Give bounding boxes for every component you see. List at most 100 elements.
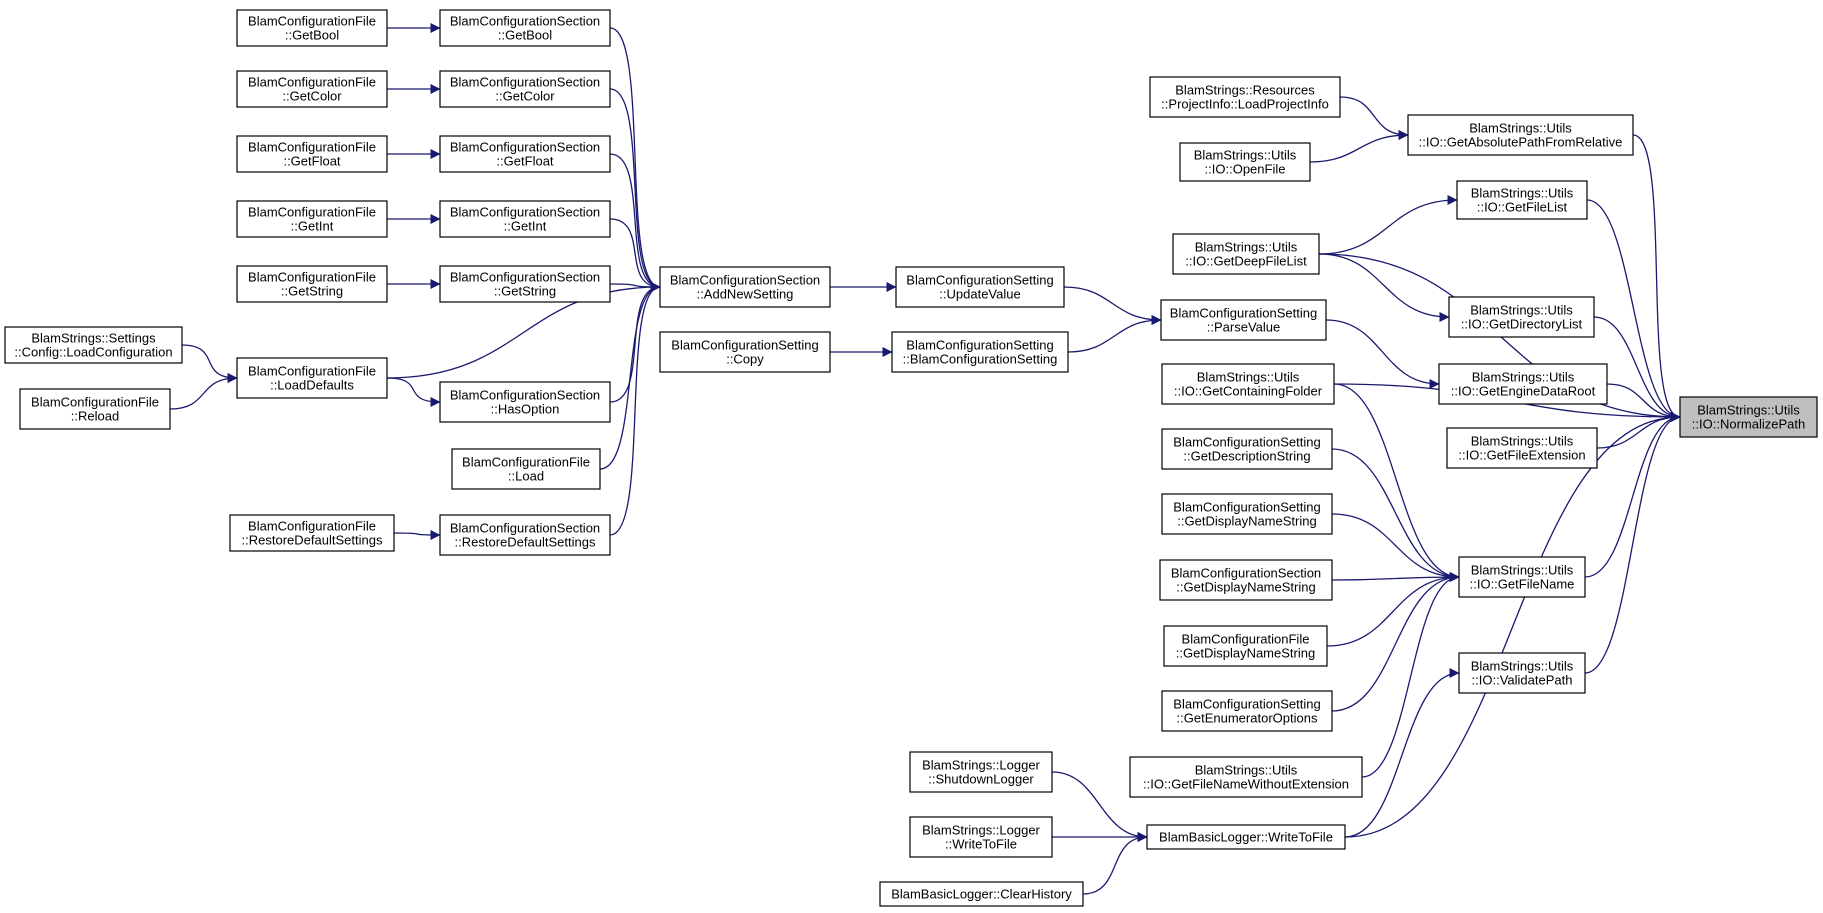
node-box — [439, 381, 611, 423]
graph-node-writetofile[interactable]: BlamStrings::Logger::WriteToFile — [909, 816, 1053, 858]
graph-node-cf-getcolor[interactable]: BlamConfigurationFile::GetColor — [236, 70, 388, 108]
graph-node-openfile[interactable]: BlamStrings::Utils::IO::OpenFile — [1179, 142, 1311, 182]
node-label-line: BlamStrings::Utils — [1697, 403, 1800, 418]
graph-node-cf-restoredefaults[interactable]: BlamConfigurationFile::RestoreDefaultSet… — [229, 514, 395, 552]
node-box — [879, 881, 1084, 907]
graph-node-cset-getdescription[interactable]: BlamConfigurationSetting::GetDescription… — [1161, 428, 1333, 470]
node-label-line: BlamStrings::Utils — [1470, 303, 1573, 318]
node-label-line: BlamStrings::Utils — [1195, 763, 1298, 778]
edge-cs-getdisplayname-to-getfilename — [1331, 572, 1460, 583]
graph-node-getenginedataroot[interactable]: BlamStrings::Utils::IO::GetEngineDataRoo… — [1438, 363, 1608, 405]
node-label-line: BlamConfigurationSection — [450, 270, 600, 285]
graph-node-cf-getdisplayname[interactable]: BlamConfigurationFile::GetDisplayNameStr… — [1163, 625, 1328, 667]
graph-edge — [609, 88, 661, 292]
graph-node-cf-getint[interactable]: BlamConfigurationFile::GetInt — [236, 200, 388, 238]
node-label-line: BlamConfigurationFile — [248, 270, 376, 285]
graph-node-basic-writetofile[interactable]: BlamBasicLogger::WriteToFile — [1146, 824, 1346, 850]
graph-node-cs-hasoption[interactable]: BlamConfigurationSection::HasOption — [439, 381, 611, 423]
node-box — [659, 266, 831, 308]
node-box — [909, 751, 1053, 793]
node-box — [1146, 824, 1346, 850]
graph-node-getabsolutepath[interactable]: BlamStrings::Utils::IO::GetAbsolutePathF… — [1407, 114, 1634, 156]
graph-node-cs-getcolor[interactable]: BlamConfigurationSection::GetColor — [439, 70, 611, 108]
graph-edge — [1331, 572, 1460, 712]
node-box — [236, 70, 388, 108]
graph-node-cset-getenumerator[interactable]: BlamConfigurationSetting::GetEnumeratorO… — [1161, 690, 1333, 732]
node-label-line: ::RestoreDefaultSettings — [242, 533, 383, 548]
graph-node-cset-getdisplayname[interactable]: BlamConfigurationSetting::GetDisplayName… — [1161, 493, 1333, 535]
graph-edge — [386, 377, 441, 407]
graph-node-getfileextension[interactable]: BlamStrings::Utils::IO::GetFileExtension — [1446, 427, 1598, 469]
graph-edge — [609, 281, 661, 292]
graph-node-loadprojectinfo[interactable]: BlamStrings::Resources::ProjectInfo::Loa… — [1149, 76, 1341, 118]
graph-node-getfilename[interactable]: BlamStrings::Utils::IO::GetFileName — [1458, 556, 1586, 598]
graph-edge — [1331, 572, 1460, 583]
node-label-line: ::GetDescriptionString — [1183, 449, 1310, 464]
graph-node-cs-getint[interactable]: BlamConfigurationSection::GetInt — [439, 200, 611, 238]
graph-node-getcontainingfolder[interactable]: BlamStrings::Utils::IO::GetContainingFol… — [1161, 363, 1335, 405]
graph-node-loadconfiguration[interactable]: BlamStrings::Settings::Config::LoadConfi… — [4, 326, 183, 364]
graph-node-getdirectorylist[interactable]: BlamStrings::Utils::IO::GetDirectoryList — [1448, 296, 1595, 338]
node-box — [236, 135, 388, 173]
graph-node-cf-getstring[interactable]: BlamConfigurationFile::GetString — [236, 265, 388, 303]
graph-node-cf-loaddefaults[interactable]: BlamConfigurationFile::LoadDefaults — [236, 357, 388, 399]
node-label-line: BlamConfigurationSetting — [671, 338, 818, 353]
node-label-line: BlamConfigurationSection — [450, 14, 600, 29]
graph-edge — [599, 282, 661, 470]
node-label-line: ::UpdateValue — [939, 287, 1020, 302]
node-box — [891, 331, 1069, 373]
graph-node-clearhistory[interactable]: BlamBasicLogger::ClearHistory — [879, 881, 1084, 907]
node-box — [1159, 559, 1333, 601]
node-box — [1407, 114, 1634, 156]
graph-node-cs-restoredefaults[interactable]: BlamConfigurationSection::RestoreDefault… — [439, 514, 611, 556]
graph-node-getfilelist[interactable]: BlamStrings::Utils::IO::GetFileList — [1456, 180, 1588, 220]
node-label-line: ::GetDisplayNameString — [1176, 580, 1315, 595]
node-box — [236, 265, 388, 303]
node-box — [1679, 396, 1818, 438]
graph-node-shutdownlogger[interactable]: BlamStrings::Logger::ShutdownLogger — [909, 751, 1053, 793]
node-box — [909, 816, 1053, 858]
node-label-line: ::IO::GetContainingFolder — [1174, 384, 1323, 399]
graph-node-cs-getdisplayname[interactable]: BlamConfigurationSection::GetDisplayName… — [1159, 559, 1333, 601]
node-box — [439, 265, 611, 303]
graph-edge — [609, 153, 661, 292]
graph-edge — [393, 529, 441, 540]
graph-edge — [1326, 572, 1460, 647]
node-label-line: BlamConfigurationFile — [248, 364, 376, 379]
node-label-line: BlamBasicLogger::ClearHistory — [891, 887, 1072, 902]
node-label-line: ::Config::LoadConfiguration — [14, 345, 172, 360]
graph-node-cf-reload[interactable]: BlamConfigurationFile::Reload — [19, 388, 171, 430]
graph-edge — [169, 373, 238, 410]
graph-node-cset-ctor[interactable]: BlamConfigurationSetting::BlamConfigurat… — [891, 331, 1069, 373]
edge-cf-loaddefaults-to-cs-hasoption — [386, 377, 441, 407]
edge-cs-getint-to-cs-addnewsetting — [609, 218, 661, 292]
graph-edge — [1584, 412, 1681, 674]
graph-node-normalizepath[interactable]: BlamStrings::Utils::IO::NormalizePath — [1679, 396, 1818, 438]
node-label-line: ::IO::ValidatePath — [1472, 673, 1573, 688]
node-label-line: BlamConfigurationFile — [248, 140, 376, 155]
graph-node-cf-getfloat[interactable]: BlamConfigurationFile::GetFloat — [236, 135, 388, 173]
graph-node-cs-getbool[interactable]: BlamConfigurationSection::GetBool — [439, 9, 611, 47]
graph-edge — [1593, 316, 1681, 422]
graph-node-cs-getstring[interactable]: BlamConfigurationSection::GetString — [439, 265, 611, 303]
graph-edge — [1344, 668, 1460, 838]
edge-getdirectorylist-to-normalizepath — [1593, 316, 1681, 422]
graph-node-cset-parsevalue[interactable]: BlamConfigurationSetting::ParseValue — [1160, 299, 1327, 341]
graph-node-cf-getbool[interactable]: BlamConfigurationFile::GetBool — [236, 9, 388, 47]
graph-node-cset-updatevalue[interactable]: BlamConfigurationSetting::UpdateValue — [895, 266, 1065, 308]
node-label-line: ::GetColor — [495, 89, 555, 104]
graph-node-cf-load[interactable]: BlamConfigurationFile::Load — [451, 448, 601, 490]
node-label-line: ::GetFloat — [496, 154, 553, 169]
node-label-line: BlamConfigurationSection — [450, 205, 600, 220]
graph-node-getdeepfilelist[interactable]: BlamStrings::Utils::IO::GetDeepFileList — [1172, 233, 1320, 275]
graph-node-getfilenamewithoutext[interactable]: BlamStrings::Utils::IO::GetFileNameWitho… — [1129, 756, 1363, 798]
edge-getdeepfilelist-to-getfilelist — [1318, 195, 1458, 255]
graph-node-cs-getfloat[interactable]: BlamConfigurationSection::GetFloat — [439, 135, 611, 173]
graph-node-validatepath[interactable]: BlamStrings::Utils::IO::ValidatePath — [1458, 652, 1586, 694]
node-label-line: BlamStrings::Utils — [1197, 370, 1300, 385]
graph-node-cset-copy[interactable]: BlamConfigurationSetting::Copy — [659, 331, 831, 373]
node-box — [659, 331, 831, 373]
edge-cset-ctor-to-cset-parsevalue — [1067, 315, 1162, 353]
node-label-line: ::GetDisplayNameString — [1177, 514, 1316, 529]
graph-node-cs-addnewsetting[interactable]: BlamConfigurationSection::AddNewSetting — [659, 266, 831, 308]
